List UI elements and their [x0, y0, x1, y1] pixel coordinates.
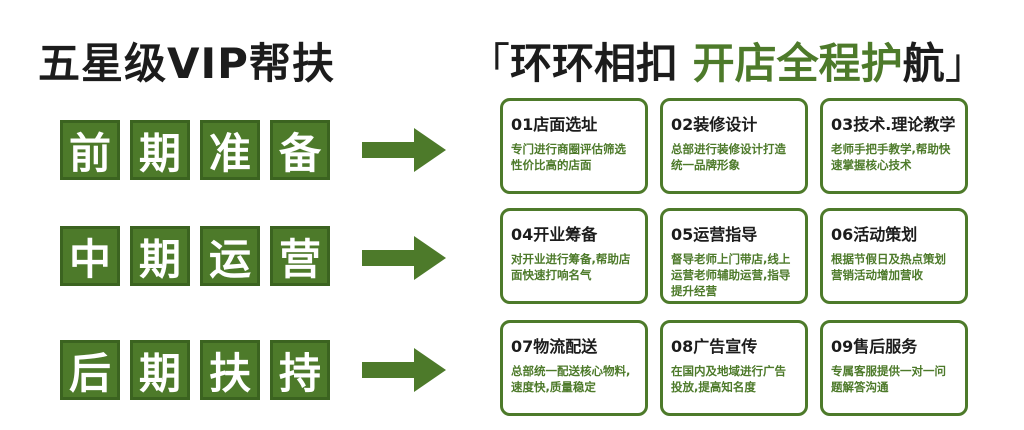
card-desc: 根据节假日及热点策划营销活动增加营收	[831, 252, 946, 282]
title-part-4: 航	[902, 39, 945, 88]
card-advertising: 08广告宣传 在国内及地域进行广告投放,提高知名度	[660, 320, 808, 416]
arrow-right-icon	[362, 236, 446, 280]
card-technical-teaching: 03技术.理论教学 老师手把手教学,帮助快速掌握核心技术	[820, 98, 968, 194]
card-title: 07物流配送	[511, 337, 598, 356]
open-bracket: 「	[468, 39, 511, 88]
right-title: 「环环相扣 开店全程护航」	[468, 30, 987, 91]
title-part-3: 护	[860, 39, 903, 88]
card-decoration-design: 02装修设计 总部进行装修设计打造统一品牌形象	[660, 98, 808, 194]
card-desc: 总部进行装修设计打造统一品牌形象	[671, 142, 786, 172]
card-desc: 督导老师上门带店,线上运营老师辅助运营,指导提升经营	[671, 252, 791, 298]
stage-char: 期	[130, 340, 190, 400]
card-title: 02装修设计	[671, 115, 758, 134]
card-title: 01店面选址	[511, 115, 598, 134]
arrow-right-icon	[362, 348, 446, 392]
card-title: 05运营指导	[671, 225, 758, 244]
stage-char: 前	[60, 120, 120, 180]
left-title: 五星级VIP帮扶	[38, 39, 335, 88]
stage-late: 后 期 扶 持	[60, 340, 330, 408]
stage-char: 后	[60, 340, 120, 400]
card-title: 08广告宣传	[671, 337, 758, 356]
card-title: 04开业筹备	[511, 225, 598, 244]
card-title: 06活动策划	[831, 225, 918, 244]
card-desc: 总部统一配送核心物料,速度快,质量稳定	[511, 364, 631, 394]
stage-char: 期	[130, 120, 190, 180]
stage-char: 中	[60, 226, 120, 286]
card-desc: 专属客服提供一对一问题解答沟通	[831, 364, 946, 394]
card-opening-prep: 04开业筹备 对开业进行筹备,帮助店面快速打响名气	[500, 208, 648, 304]
stage-early: 前 期 准 备	[60, 120, 330, 188]
title-part-2: 开店全程	[692, 39, 861, 88]
stage-char: 营	[270, 226, 330, 286]
close-bracket: 」	[944, 39, 987, 88]
card-after-sales: 09售后服务 专属客服提供一对一问题解答沟通	[820, 320, 968, 416]
stage-char: 期	[130, 226, 190, 286]
stage-char: 持	[270, 340, 330, 400]
card-title: 09售后服务	[831, 337, 918, 356]
stage-char: 扶	[200, 340, 260, 400]
stage-char: 运	[200, 226, 260, 286]
stage-char: 备	[270, 120, 330, 180]
card-desc: 在国内及地域进行广告投放,提高知名度	[671, 364, 786, 394]
stage-char: 准	[200, 120, 260, 180]
card-desc: 老师手把手教学,帮助快速掌握核心技术	[831, 142, 951, 172]
card-desc: 专门进行商圈评估筛选性价比高的店面	[511, 142, 626, 172]
card-operation-guidance: 05运营指导 督导老师上门带店,线上运营老师辅助运营,指导提升经营	[660, 208, 808, 304]
stage-middle: 中 期 运 营	[60, 226, 330, 294]
card-event-planning: 06活动策划 根据节假日及热点策划营销活动增加营收	[820, 208, 968, 304]
title-part-1: 环环相扣	[510, 39, 693, 88]
card-store-location: 01店面选址 专门进行商圈评估筛选性价比高的店面	[500, 98, 648, 194]
card-logistics: 07物流配送 总部统一配送核心物料,速度快,质量稳定	[500, 320, 648, 416]
arrow-right-icon	[362, 128, 446, 172]
card-desc: 对开业进行筹备,帮助店面快速打响名气	[511, 252, 631, 282]
card-title: 03技术.理论教学	[831, 115, 956, 134]
